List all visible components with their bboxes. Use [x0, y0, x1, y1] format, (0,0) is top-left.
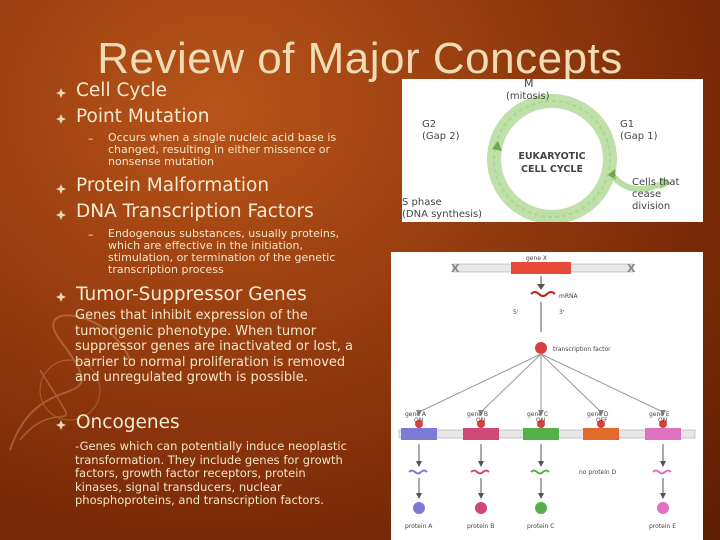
gene-block: [463, 428, 499, 440]
gene-label: gene E: [649, 411, 670, 418]
protein-label: protein C: [527, 523, 554, 530]
transcription-figure: X X gene X mRNA 5' 3' transcription fact…: [391, 252, 703, 540]
gene-block: [401, 428, 437, 440]
gene-state: ON: [414, 417, 423, 424]
g1-label: G1: [620, 119, 634, 130]
decorative-swirl: [9, 314, 131, 451]
gene-state: ON: [476, 417, 485, 424]
heading-tumor-suppressor: Tumor-Suppressor Genes: [76, 284, 307, 305]
gene-block: [645, 428, 681, 440]
protein-label: protein A: [405, 523, 433, 530]
s-phase-sub: (DNA synthesis): [402, 209, 482, 220]
mrna-squiggle: [530, 291, 556, 297]
m-label: M: [524, 79, 534, 90]
transcription-factor-label: transcription factor: [553, 346, 611, 353]
bullet-icon: [56, 420, 66, 430]
svg-text:X: X: [627, 262, 636, 275]
gene-block: [523, 428, 559, 440]
bullet-icon: [56, 114, 66, 124]
protein-label: protein B: [467, 523, 494, 530]
gene-x-label: gene X: [526, 255, 547, 262]
mrna-label: mRNA: [559, 293, 579, 300]
three-prime-label: 3': [559, 309, 565, 316]
bullet-icon: [56, 210, 66, 220]
bullet-icon: [56, 292, 66, 302]
heading-oncogenes: Oncogenes: [76, 412, 180, 433]
protein-label: protein E: [649, 523, 676, 530]
gene-label: gene D: [587, 411, 609, 418]
gene-block: [583, 428, 619, 440]
g2-label: G2: [422, 119, 436, 130]
transcription-factors-desc: Endogenous substances, usually proteins,…: [108, 227, 340, 276]
gene-state: ON: [658, 417, 667, 424]
gene-label: gene B: [467, 411, 488, 418]
svg-text:X: X: [451, 262, 460, 275]
s-phase-label: S phase: [402, 197, 442, 208]
gene-x-block: [511, 262, 571, 274]
gene-state: OFF: [596, 417, 608, 424]
exit-line2: cease: [632, 189, 661, 200]
heading-protein-malformation: Protein Malformation: [76, 175, 270, 196]
gene-state: ON: [536, 417, 545, 424]
tumor-suppressor-desc: Genes that inhibit expression of the tum…: [75, 308, 354, 385]
mitosis-label: (mitosis): [506, 91, 550, 102]
bullet-icon: [56, 184, 66, 194]
gene-label: gene A: [405, 411, 427, 418]
bullet-icon: [56, 88, 66, 98]
protein-dot: [657, 502, 669, 514]
sub-dash: –: [88, 132, 94, 145]
protein-dot: [475, 502, 487, 514]
heading-point-mutation: Point Mutation: [76, 106, 210, 127]
protein-dot: [535, 502, 547, 514]
heading-cell-cycle: Cell Cycle: [76, 80, 168, 101]
sub-dash: –: [88, 228, 94, 241]
protein-dot: [413, 502, 425, 514]
point-mutation-desc: Occurs when a single nucleic acid base i…: [108, 131, 337, 168]
center-line1: EUKARYOTIC: [518, 151, 585, 162]
center-line2: CELL CYCLE: [521, 164, 583, 175]
cell-cycle-figure: M (mitosis) G2 (Gap 2) G1 (Gap 1) EUKARY…: [402, 79, 703, 222]
five-prime-label: 5': [513, 309, 519, 316]
g2-sub: (Gap 2): [422, 131, 460, 142]
exit-line1: Cells that: [632, 177, 679, 188]
oncogenes-desc: -Genes which can potentially induce neop…: [75, 439, 347, 507]
gene-label: gene C: [527, 411, 548, 418]
protein-label: no protein D: [579, 469, 617, 476]
g1-sub: (Gap 1): [620, 131, 658, 142]
exit-line3: division: [632, 201, 670, 212]
heading-dna-transcription: DNA Transcription Factors: [76, 201, 314, 222]
transcription-factor-dot: [535, 342, 547, 354]
slide-title: Review of Major Concepts: [97, 34, 623, 83]
